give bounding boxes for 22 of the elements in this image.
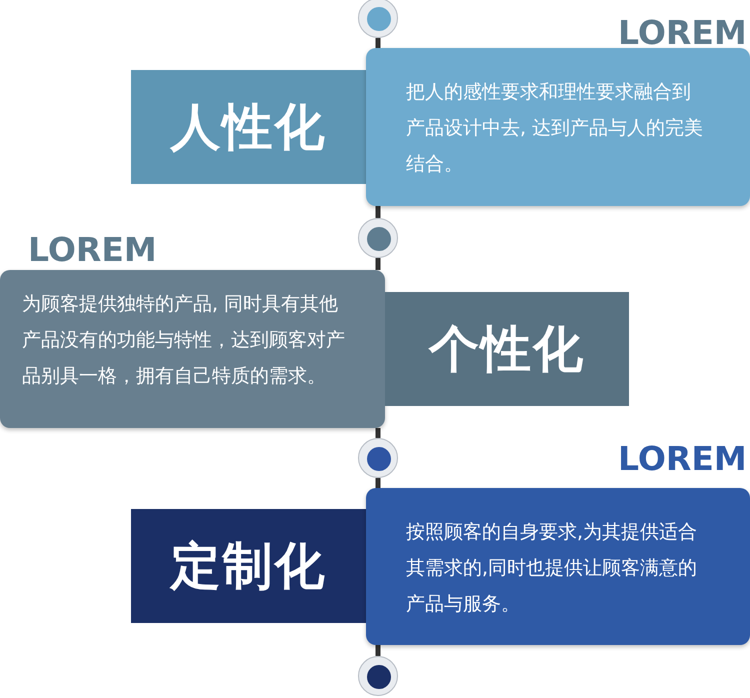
title-label: 个性化: [385, 292, 629, 406]
timeline-dot: [358, 656, 398, 696]
timeline-line: [376, 645, 380, 656]
timeline-line: [376, 258, 380, 270]
description-text: 为顾客提供独特的产品, 同时具有其他产品没有的功能与特性，达到顾客对产品别具一格，拥有自己特质的需求。: [22, 292, 346, 389]
title-label: 定制化: [131, 509, 366, 623]
description-text: 把人的感性要求和理性要求融合到产品设计中去, 达到产品与人的完美结合。: [406, 80, 704, 177]
timeline-line: [376, 206, 380, 218]
timeline-dot: [358, 438, 398, 478]
timeline-line: [376, 478, 380, 488]
description-card: [366, 48, 750, 206]
description-card: [366, 488, 750, 645]
timeline-line: [376, 428, 380, 438]
heading-text: LOREM: [618, 14, 747, 52]
heading-text: LOREM: [618, 440, 747, 478]
timeline-line: [376, 38, 380, 48]
timeline-dot: [358, 218, 398, 258]
description-card: [0, 270, 385, 428]
heading-text: LOREM: [28, 231, 157, 269]
timeline-dot: [358, 0, 398, 38]
title-label: 人性化: [131, 70, 366, 184]
description-text: 按照顾客的自身要求,为其提供适合其需求的,同时也提供让顾客满意的产品与服务。: [406, 520, 698, 617]
